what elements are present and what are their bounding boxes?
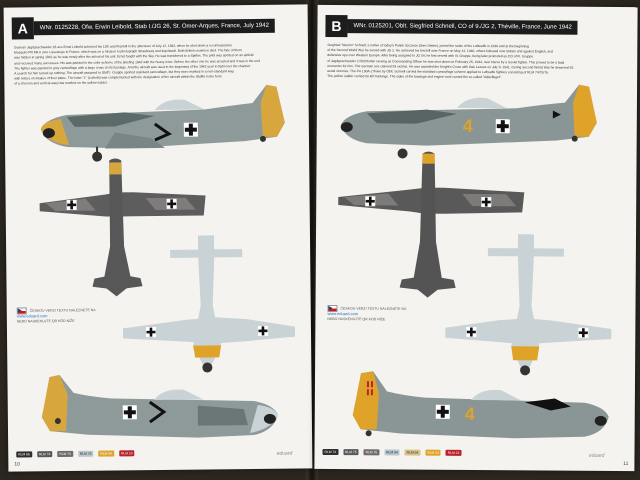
swatch: RLM 23: [425, 449, 441, 456]
page-number: 10: [14, 461, 20, 468]
swatch: RLM 75: [343, 449, 359, 456]
swatch: RLM 04: [404, 449, 421, 456]
color-swatches: RLM 74 RLM 75 RLM 76 RLM 04 RLM 04 RLM 2…: [322, 448, 462, 456]
top-view-right-profile: [338, 151, 525, 298]
swatch: RLM 76: [77, 450, 94, 457]
side-view-left-profile: [40, 84, 285, 162]
bottom-view-left-profile: [122, 235, 296, 373]
aircraft-profiles-a: [39, 84, 296, 438]
right-page: B WNr. 0125201, Oblt. Siegfried Schnell,…: [314, 4, 638, 472]
aircraft-number: 4: [465, 404, 475, 424]
swatch: RLM 74: [36, 451, 53, 458]
side-view-right-profile: 4: [352, 371, 609, 439]
swatch: RLM 23: [445, 449, 462, 456]
cz-line2: NEBO NASKENUJTE QR KÓD NÍŽE: [16, 318, 75, 323]
swatch: RLM 04: [384, 449, 400, 456]
top-view-left-profile: [39, 158, 206, 297]
czech-note: ČESKOU VERZI TEXTU NALEZNETE NA www.edua…: [16, 307, 97, 324]
kill-markings: [366, 381, 373, 396]
bottom-view-right-profile: [445, 234, 612, 376]
cz-line1: ČESKOU VERZI TEXTU NALEZNETE NA: [29, 308, 96, 313]
swatch: RLM 04: [98, 450, 115, 457]
eduard-logo: eduard: [588, 452, 605, 459]
color-swatches: RLM 66 RLM 74 RLM 75 RLM 76 RLM 04 RLM 2…: [16, 450, 135, 458]
swatch: RLM 76: [363, 449, 380, 456]
aircraft-number: 4: [463, 116, 473, 136]
page-number: 11: [623, 461, 629, 468]
side-view-right-profile: [41, 375, 278, 438]
czech-flag-icon: [327, 304, 338, 313]
aircraft-profiles-b: 4: [338, 84, 612, 439]
side-view-left-profile: 4: [340, 84, 597, 159]
czech-note: ČESKOU VERZI TEXTU NALEZNETE NA www.edua…: [327, 304, 407, 322]
eduard-logo: eduard: [276, 450, 293, 457]
czech-flag-icon: [16, 307, 27, 315]
left-page: A WNr. 0125228, Ofw. Erwin Leibold, Stab…: [3, 4, 313, 472]
swatch: RLM 74: [322, 448, 339, 456]
swatch: RLM 66: [16, 451, 32, 458]
swatch: RLM 23: [118, 450, 135, 457]
swatch: RLM 75: [57, 450, 73, 458]
cz-line2: NEBO NASKENUJTE QR KÓD NÍŽE: [327, 316, 386, 321]
